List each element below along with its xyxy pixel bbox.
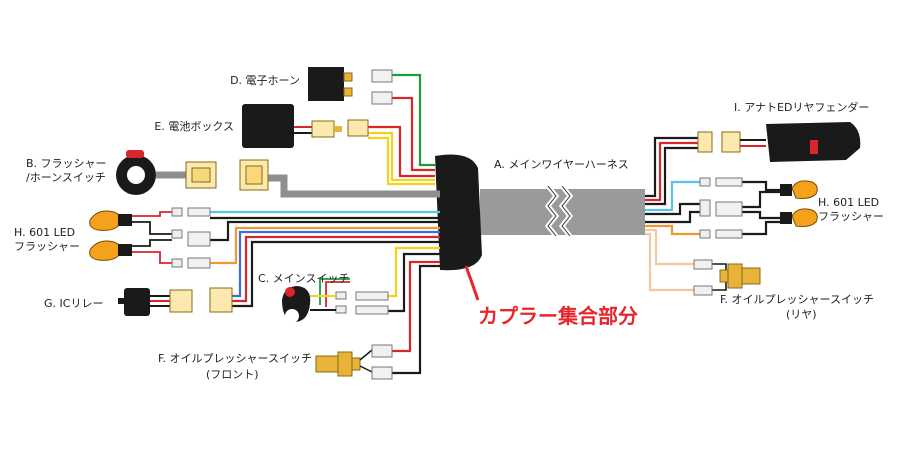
label-oil-switch-front-2: (フロント) (206, 368, 259, 381)
battery-box (242, 104, 369, 148)
coupler-label: カプラー集合部分 (478, 304, 638, 328)
label-oil-switch-rear-2: (リヤ) (786, 308, 817, 321)
led-flasher-right-upper (699, 177, 818, 199)
label-battery-box: E. 電池ボックス (154, 120, 234, 133)
flasher-horn-switch (116, 150, 269, 195)
led-flasher-left-lower (89, 229, 211, 269)
label-ic-relay: G. ICリレー (44, 297, 104, 310)
label-led-flasher-left-2: フラッシャー (14, 240, 80, 253)
label-led-flasher-right-1: H. 601 LED (818, 196, 880, 209)
main-harness (435, 154, 645, 301)
rear-fender-unit (697, 122, 861, 162)
label-main-harness: A. メインワイヤーハーネス (494, 158, 629, 171)
led-flasher-left-upper (89, 207, 211, 235)
label-oil-switch-front-1: F. オイルプレッシャースイッチ (158, 352, 313, 365)
electronic-horn (308, 67, 393, 105)
wires-left (210, 73, 440, 375)
oil-pressure-switch-front (315, 344, 393, 380)
label-led-flasher-left-1: H. 601 LED (14, 226, 76, 239)
label-flasher-switch-2: /ホーンスイッチ (26, 171, 106, 184)
label-main-switch: C. メインスイッチ (258, 272, 350, 285)
label-led-flasher-right-2: フラッシャー (818, 210, 884, 223)
label-oil-switch-rear-1: F. オイルプレッシャースイッチ (720, 293, 875, 306)
led-flasher-right-lower (699, 199, 818, 239)
label-rear-fender: I. アナトEDリヤフェンダー (734, 101, 870, 114)
ic-relay (118, 287, 233, 316)
coupler-pointer (464, 265, 480, 301)
label-flasher-switch-1: B. フラッシャー (26, 157, 107, 170)
oil-pressure-switch-rear (693, 259, 761, 296)
main-switch (282, 286, 389, 323)
coupler-junction (435, 154, 482, 271)
label-electronic-horn: D. 電子ホーン (230, 74, 300, 87)
